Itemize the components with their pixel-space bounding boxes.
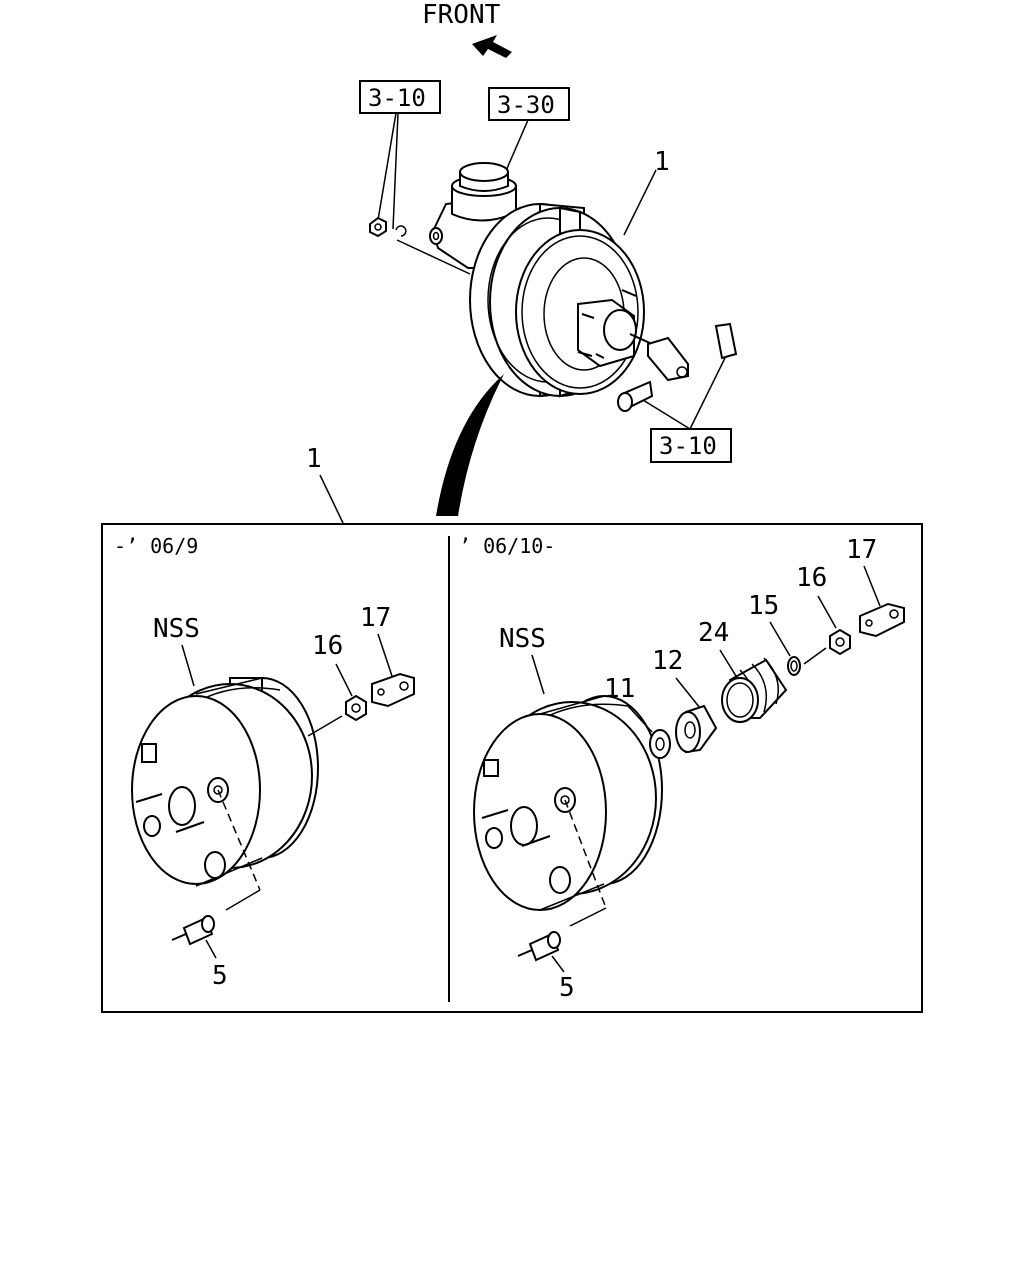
clevis-top [647, 336, 689, 382]
booster-shell-top [469, 202, 645, 398]
callout-assembly-detail: 1 [306, 444, 322, 474]
clip-top [395, 225, 407, 237]
nut-right [829, 628, 851, 656]
right-callout-boot: 24 [698, 618, 729, 648]
left-date-range: -’ 06/9 [114, 534, 198, 558]
right-callout-check-valve: 5 [559, 973, 575, 1003]
booster-right [473, 695, 663, 927]
right-panel: ’ 06/10- NSS [459, 534, 905, 1003]
right-callout-clevis: 17 [846, 535, 877, 565]
check-valve-right [517, 931, 561, 962]
left-nss-label: NSS [153, 614, 200, 644]
right-callout-ring: 15 [748, 591, 779, 621]
left-callout-nut: 16 [312, 631, 343, 661]
ref-box-clevis [650, 428, 732, 463]
nut-top [369, 216, 387, 238]
detail-frame [101, 523, 923, 1013]
ref-label-reservoir: 3-30 [497, 91, 555, 119]
ref-box-nut [359, 80, 441, 114]
seal-right [675, 704, 718, 754]
right-nss-label: NSS [499, 624, 546, 654]
right-date-range: ’ 06/10- [459, 534, 555, 558]
check-valve-left [171, 915, 215, 946]
right-callout-nut: 16 [796, 563, 827, 593]
right-callout-seal: 12 [652, 646, 683, 676]
clevis-right [859, 602, 905, 638]
nut-left [345, 694, 367, 722]
left-callout-clevis: 17 [360, 603, 391, 633]
boot-right [721, 657, 788, 723]
callout-assembly-top: 1 [654, 147, 670, 177]
ref-box-reservoir [488, 87, 570, 121]
ref-label-nut: 3-10 [368, 84, 426, 112]
clevis-pin-top [714, 322, 738, 360]
washer-right [649, 729, 671, 759]
ref-label-clevis: 3-10 [659, 432, 717, 460]
front-label: FRONT [422, 0, 501, 30]
top-brake-booster-assembly: 3-10 3-30 3-10 1 [359, 80, 738, 463]
right-callout-washer: 11 [604, 674, 635, 704]
zoom-pointer [436, 374, 504, 516]
booster-left [131, 677, 319, 911]
arrow-up-left-icon [472, 35, 512, 58]
ring-right [787, 656, 801, 676]
left-callout-check-valve: 5 [212, 961, 228, 991]
left-panel: -’ 06/9 NSS [114, 534, 415, 991]
